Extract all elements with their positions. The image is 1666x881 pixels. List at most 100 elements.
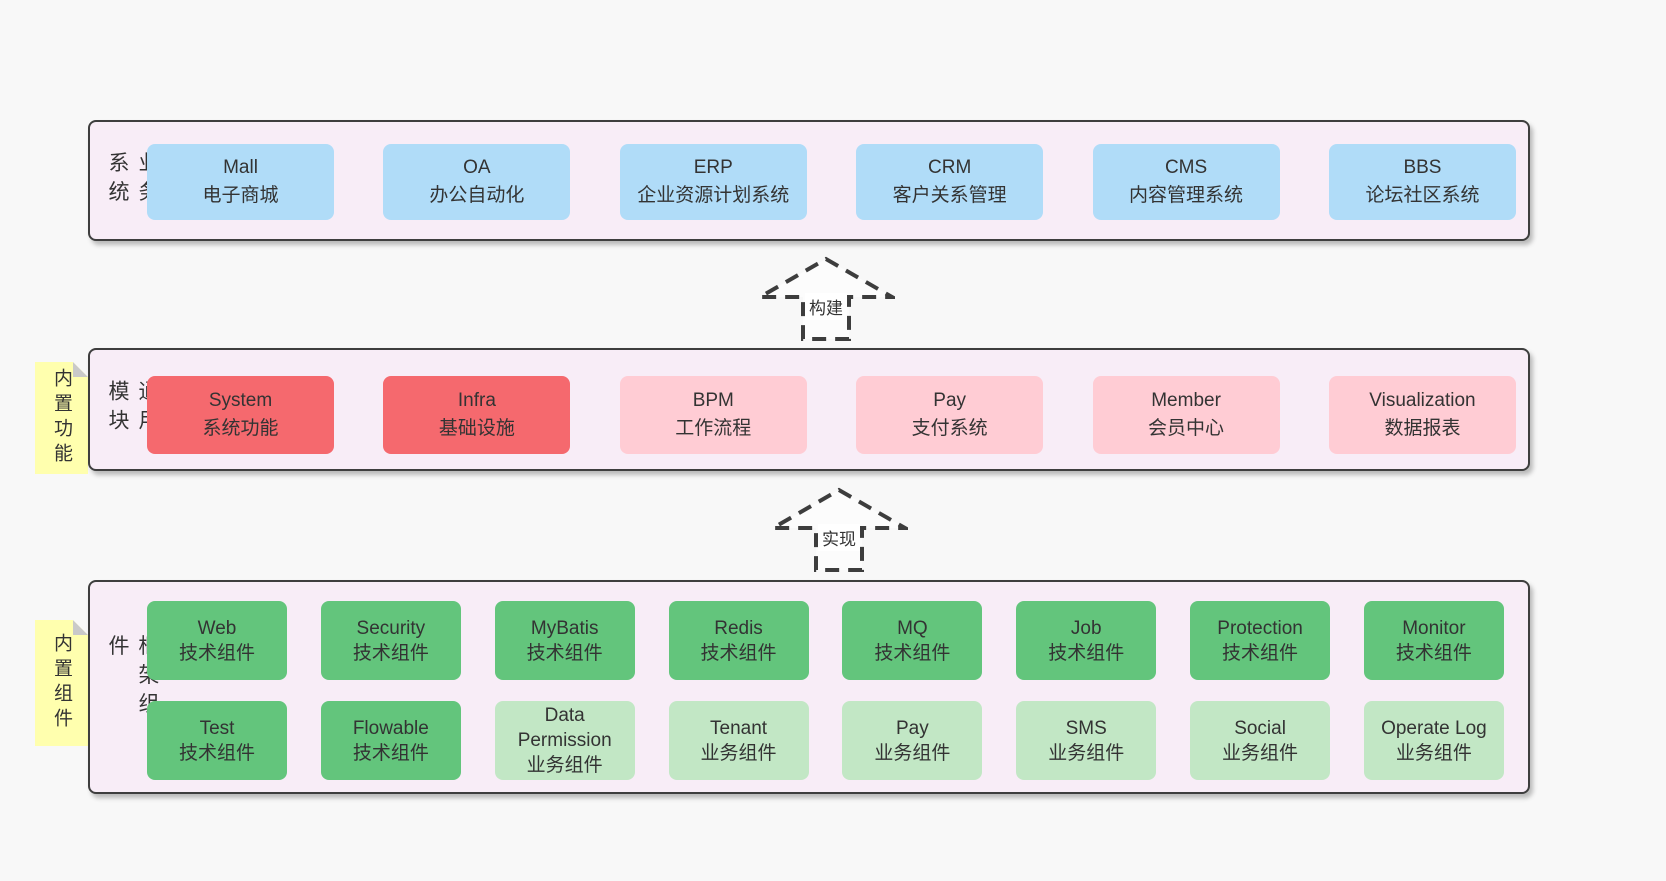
box-test: Test 技术组件 [147, 701, 287, 780]
framework-row-1: Web 技术组件 Security 技术组件 MyBatis 技术组件 Redi… [147, 601, 1504, 680]
box-title: Flowable [352, 717, 429, 739]
box-subtitle: 系统功能 [202, 418, 279, 439]
box-subtitle: 数据报表 [1384, 418, 1461, 439]
box-protection: Protection 技术组件 [1190, 601, 1331, 680]
implement-arrow: 实现 [770, 487, 908, 573]
box-subtitle: 支付系统 [911, 418, 988, 439]
box-subtitle: 技术组件 [1395, 642, 1472, 664]
box-title: Test [199, 717, 235, 739]
box-pay: Pay 支付系统 [856, 376, 1044, 454]
box-title: Visualization [1369, 390, 1476, 411]
box-title: CMS [1164, 157, 1208, 178]
box-subtitle: 业务组件 [874, 742, 951, 764]
box-redis: Redis 技术组件 [668, 601, 809, 680]
box-title: BBS [1403, 157, 1442, 178]
box-subtitle: 业务组件 [700, 742, 777, 764]
box-subtitle: 技术组件 [526, 642, 603, 664]
box-title: Job [1070, 617, 1102, 639]
box-mall: Mall 电子商城 [147, 144, 334, 220]
box-monitor: Monitor 技术组件 [1363, 601, 1504, 680]
box-subtitle: 业务组件 [1048, 742, 1125, 764]
box-subtitle: 技术组件 [700, 642, 777, 664]
implement-arrow-label: 实现 [818, 524, 860, 551]
box-title: Social [1234, 717, 1286, 739]
sticky-note-built-in-components: 内置组件 [35, 620, 88, 746]
box-subtitle: 技术组件 [352, 642, 429, 664]
box-bbs: BBS 论坛社区系统 [1328, 144, 1516, 220]
box-title: Mall [223, 157, 258, 178]
box-system: System 系统功能 [147, 376, 334, 454]
box-oa: OA 办公自动化 [383, 144, 571, 220]
box-member: Member 会员中心 [1092, 376, 1280, 454]
box-title: OA [463, 157, 491, 178]
box-subtitle: 会员中心 [1148, 418, 1225, 439]
box-data-permission: Data Permission 业务组件 [494, 701, 635, 780]
box-erp: ERP 企业资源计划系统 [619, 144, 807, 220]
box-title: Data Permission [517, 705, 612, 751]
box-tenant: Tenant 业务组件 [668, 701, 809, 780]
box-subtitle: 业务组件 [526, 755, 603, 776]
box-social: Social 业务组件 [1190, 701, 1331, 780]
box-subtitle: 业务组件 [1395, 742, 1472, 764]
box-title: Redis [714, 617, 763, 639]
box-subtitle: 技术组件 [1222, 642, 1299, 664]
box-sms: SMS 业务组件 [1016, 701, 1157, 780]
sticky-note-built-in-features: 内置功能 [35, 362, 88, 474]
box-visualization: Visualization 数据报表 [1328, 376, 1516, 454]
box-title: Tenant [710, 717, 768, 739]
framework-components-panel: 框架组件 Web 技术组件 Security 技术组件 MyBatis 技术组件… [88, 580, 1530, 794]
business-systems-row: Mall 电子商城 OA 办公自动化 ERP 企业资源计划系统 CRM 客户关系… [147, 144, 1516, 220]
box-title: Security [356, 617, 426, 639]
box-title: CRM [928, 157, 972, 178]
box-title: Pay [896, 717, 929, 739]
box-subtitle: 内容管理系统 [1129, 185, 1244, 206]
box-subtitle: 工作流程 [675, 418, 752, 439]
box-subtitle: 客户关系管理 [892, 185, 1007, 206]
box-subtitle: 办公自动化 [429, 185, 525, 206]
box-title: Protection [1217, 617, 1303, 639]
sticky-note-text: 内置组件 [51, 633, 72, 733]
box-subtitle: 技术组件 [352, 742, 429, 764]
box-subtitle: 技术组件 [178, 742, 255, 764]
box-subtitle: 企业资源计划系统 [637, 185, 790, 206]
box-title: System [208, 390, 273, 411]
box-title: ERP [693, 157, 733, 178]
common-modules-row: System 系统功能 Infra 基础设施 BPM 工作流程 Pay 支付系统… [147, 376, 1516, 454]
folded-corner-icon [73, 362, 88, 377]
box-subtitle: 技术组件 [1048, 642, 1125, 664]
build-arrow: 构建 [757, 256, 895, 342]
box-title: Member [1151, 390, 1221, 411]
box-cms: CMS 内容管理系统 [1092, 144, 1280, 220]
box-subtitle: 技术组件 [178, 642, 255, 664]
sticky-note-text: 内置功能 [51, 368, 72, 468]
box-subtitle: 基础设施 [438, 418, 515, 439]
box-subtitle: 电子商城 [202, 185, 279, 206]
box-bpm: BPM 工作流程 [619, 376, 807, 454]
box-title: Infra [457, 390, 496, 411]
common-modules-panel: 通用模块 System 系统功能 Infra 基础设施 BPM 工作流程 Pay… [88, 348, 1530, 471]
framework-row-2: Test 技术组件 Flowable 技术组件 Data Permission … [147, 701, 1504, 780]
box-pay-biz: Pay 业务组件 [842, 701, 983, 780]
box-subtitle: 业务组件 [1222, 742, 1299, 764]
build-arrow-label: 构建 [805, 293, 847, 320]
box-title: MyBatis [530, 617, 599, 639]
box-title: SMS [1065, 717, 1107, 739]
box-title: Operate Log [1381, 717, 1487, 739]
box-crm: CRM 客户关系管理 [856, 144, 1044, 220]
box-web: Web 技术组件 [147, 601, 287, 680]
box-job: Job 技术组件 [1016, 601, 1157, 680]
box-title: Web [197, 617, 237, 639]
box-security: Security 技术组件 [320, 601, 461, 680]
box-subtitle: 技术组件 [874, 642, 951, 664]
box-mybatis: MyBatis 技术组件 [494, 601, 635, 680]
box-title: BPM [692, 390, 734, 411]
box-title: Pay [933, 390, 967, 411]
box-mq: MQ 技术组件 [842, 601, 983, 680]
box-title: Monitor [1402, 617, 1466, 639]
box-operate-log: Operate Log 业务组件 [1363, 701, 1504, 780]
business-systems-panel: 业务系统 Mall 电子商城 OA 办公自动化 ERP 企业资源计划系统 CRM… [88, 120, 1530, 241]
box-subtitle: 论坛社区系统 [1365, 185, 1480, 206]
box-flowable: Flowable 技术组件 [320, 701, 461, 780]
box-title: MQ [897, 617, 928, 639]
